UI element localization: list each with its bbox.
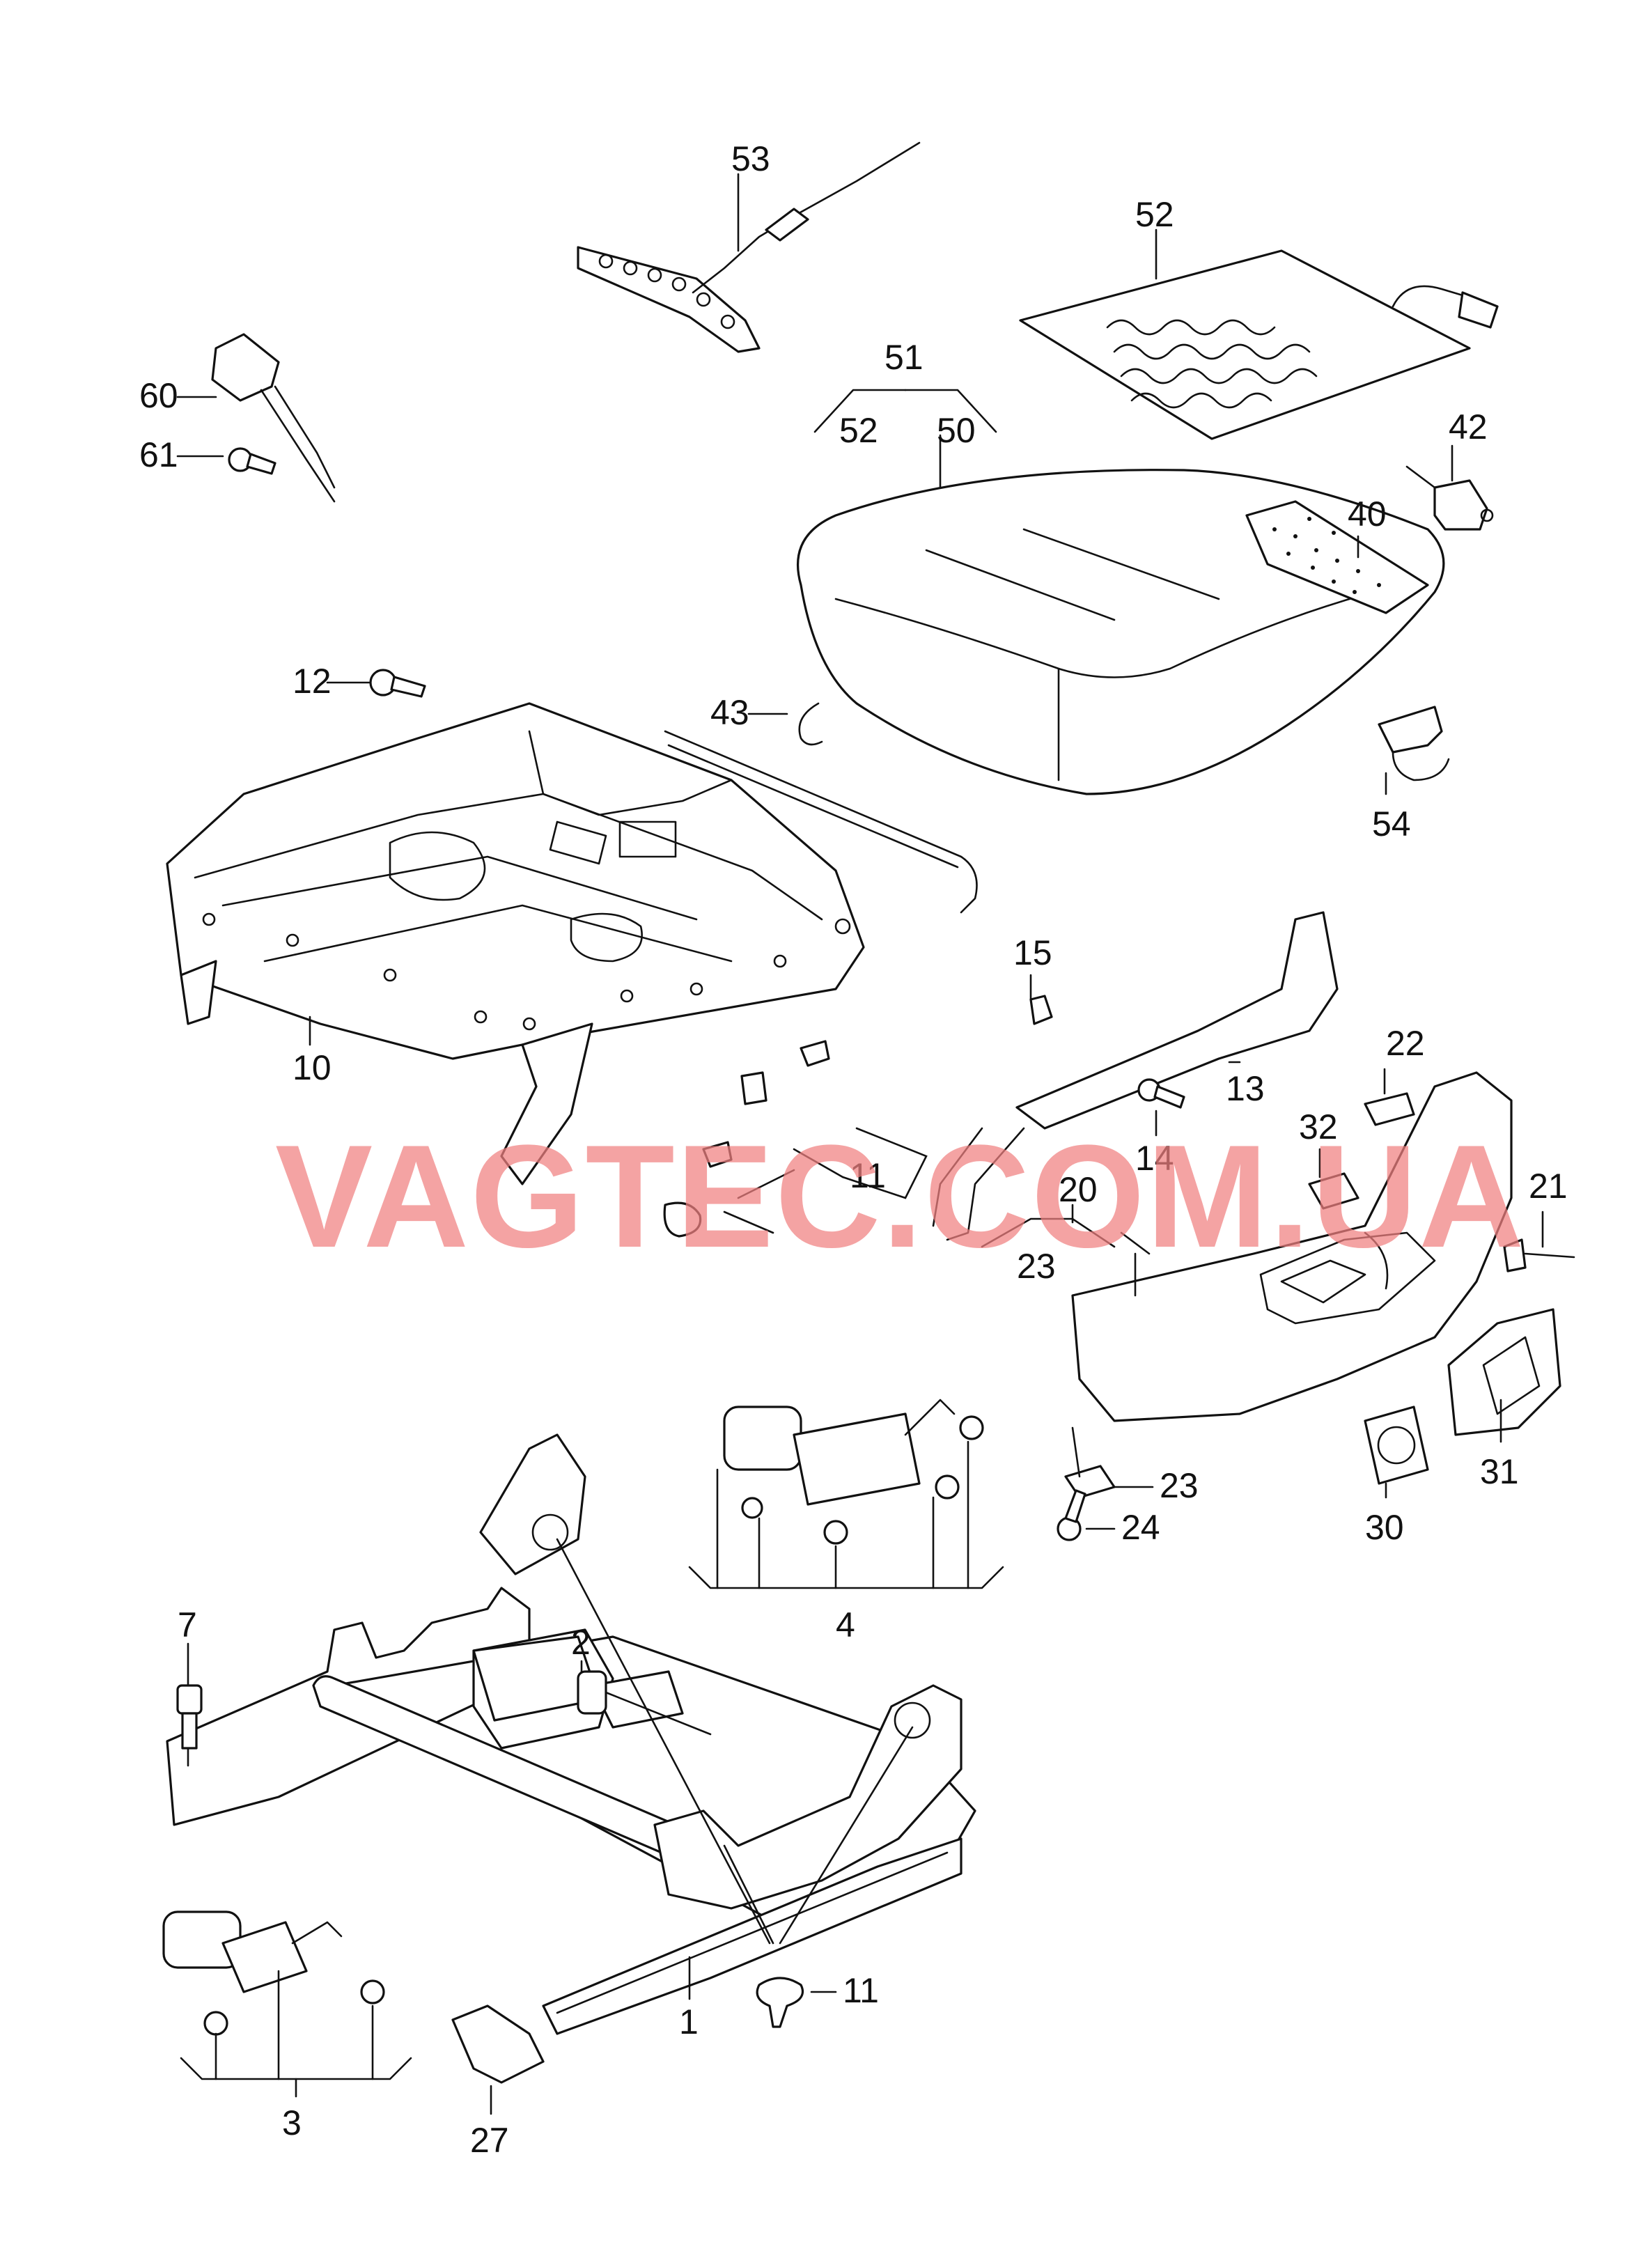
cover: [451, 2004, 545, 2084]
callout-15: 15: [1013, 933, 1052, 972]
adjust-motor: [162, 1910, 385, 2036]
clip: [1364, 1092, 1415, 1126]
callout-32: 32: [1299, 1107, 1338, 1146]
callout-20: 20: [1059, 1170, 1098, 1209]
belt-buckle: [211, 333, 336, 503]
callout-3: 3: [282, 2103, 302, 2142]
callout-12: 12: [293, 662, 332, 701]
plug: [1503, 1238, 1575, 1272]
callout-54: 54: [1372, 804, 1411, 843]
callout-42: 42: [1449, 407, 1488, 446]
side-trim-panel: [1071, 1071, 1513, 1422]
rivet: [756, 1977, 804, 2028]
callout-labels: 53 52 51 52 50 60 61 42 40 12 43 54 15 1…: [139, 139, 1568, 2160]
callout-22: 22: [1386, 1024, 1425, 1063]
callout-51: 51: [885, 338, 924, 377]
callout-60: 60: [139, 376, 178, 415]
seat-heating-mat: [1019, 249, 1499, 440]
bracket: [1378, 706, 1450, 781]
callout-11-lower: 11: [843, 1971, 879, 2010]
insert: [1308, 1172, 1359, 1210]
seat-rail-frame: [166, 1433, 976, 2035]
screw: [1137, 1078, 1185, 1109]
callout-30: 30: [1365, 1508, 1404, 1547]
callout-11-upper: 11: [850, 1156, 886, 1195]
callout-2: 2: [571, 1623, 591, 1662]
lumbar-switch: [1364, 1406, 1429, 1485]
clip: [1064, 1465, 1116, 1499]
callout-23-upper: 23: [1017, 1247, 1056, 1286]
bolt: [369, 669, 426, 698]
callout-4: 4: [836, 1605, 855, 1644]
leader-lines: [176, 173, 1544, 2115]
callout-52: 52: [1135, 195, 1174, 234]
callout-27: 27: [470, 2121, 509, 2160]
callout-21: 21: [1529, 1167, 1568, 1206]
connector: [1405, 465, 1494, 531]
rivet-group: [663, 1040, 830, 1238]
seat-adjust-switch: [1447, 1308, 1561, 1436]
callout-61: 61: [139, 435, 178, 474]
callout-40: 40: [1348, 495, 1387, 534]
seat-frame: [166, 702, 865, 1185]
seat-cushion: [797, 469, 1445, 795]
callout-52-assembly: 52: [839, 411, 878, 450]
occupancy-sensor-harness: [577, 141, 921, 353]
clip: [798, 702, 823, 746]
callout-7: 7: [178, 1605, 197, 1644]
bolt: [176, 1684, 203, 1750]
callout-24: 24: [1121, 1508, 1160, 1547]
watermark-text: VAGTEC.COM.UA: [275, 1114, 1525, 1278]
callout-14: 14: [1135, 1139, 1174, 1178]
switch-bracket: [932, 911, 1339, 1241]
callout-53: 53: [731, 139, 770, 178]
screw: [1057, 1489, 1086, 1541]
callout-10: 10: [293, 1048, 332, 1087]
callout-50: 50: [937, 411, 976, 450]
callout-23-lower: 23: [1160, 1466, 1199, 1505]
height-adjust-motor: [723, 1399, 984, 1545]
wire-rod: [664, 730, 978, 914]
callout-13: 13: [1226, 1069, 1265, 1108]
callout-1: 1: [679, 2002, 699, 2041]
callout-31: 31: [1480, 1452, 1519, 1491]
callout-43: 43: [710, 693, 749, 732]
longitudinal-motor: [472, 1635, 712, 1736]
